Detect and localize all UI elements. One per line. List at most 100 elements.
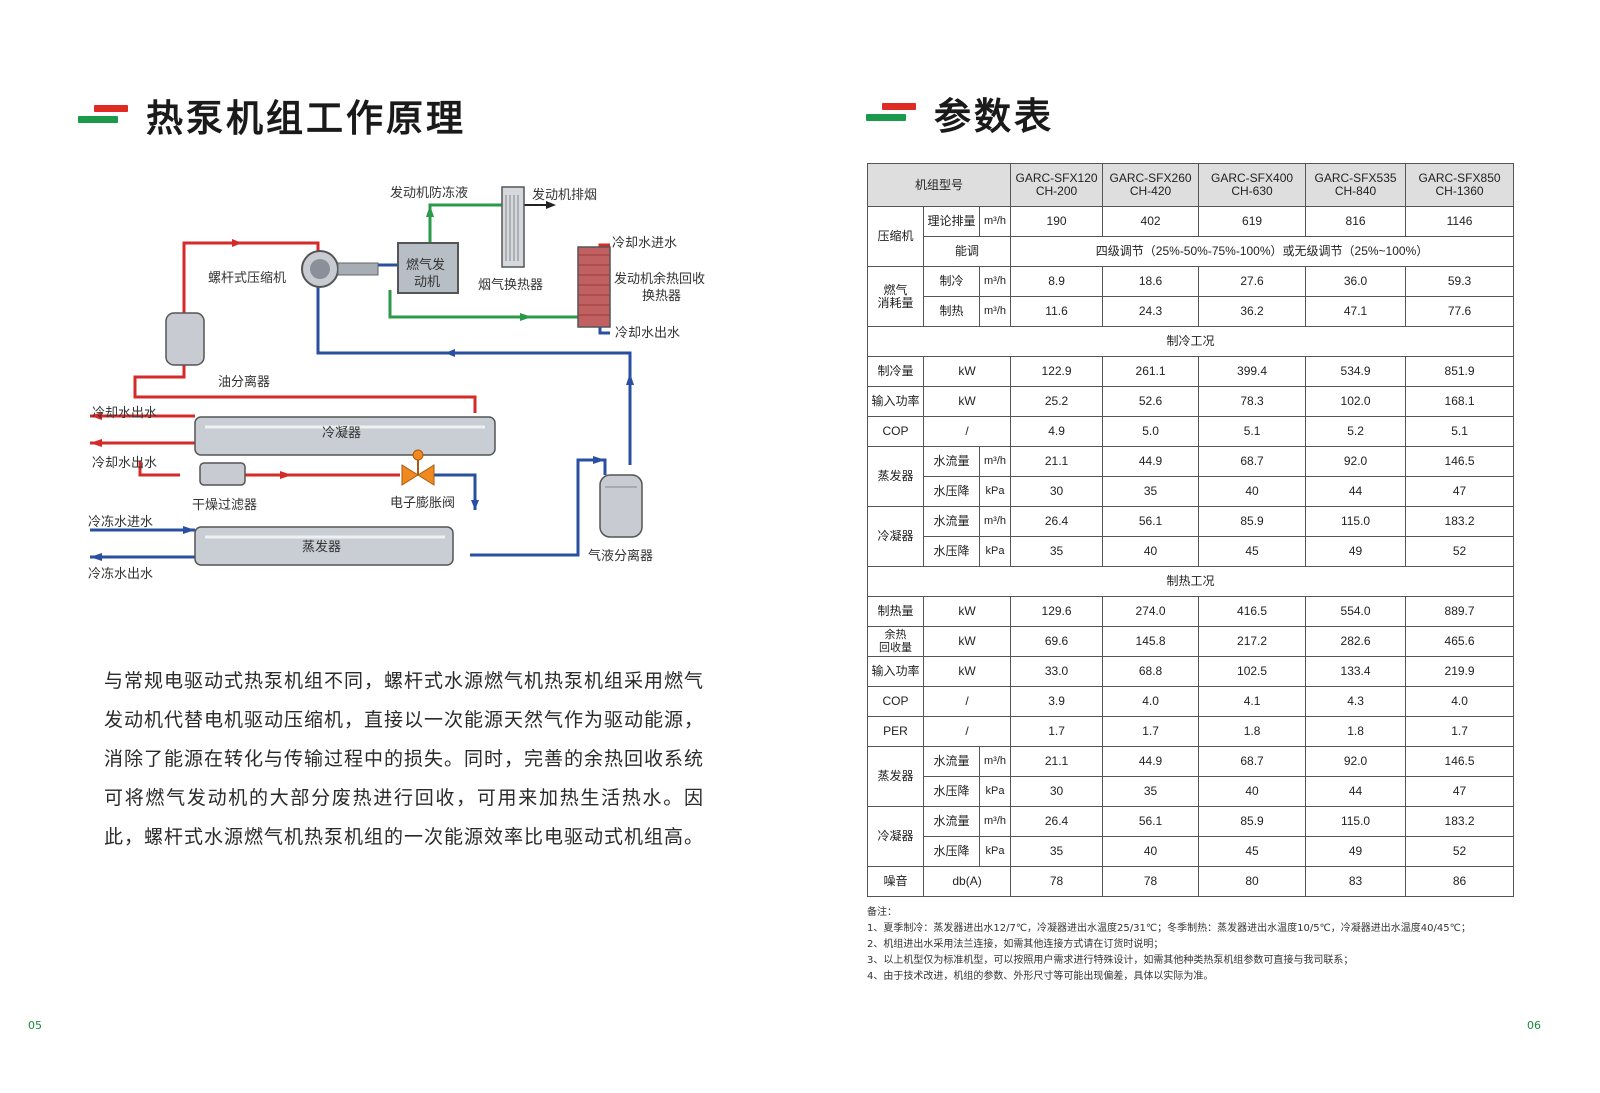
label-compressor: 螺杆式压缩机 [208,270,286,286]
value-cell: 465.6 [1405,626,1515,657]
section-title: 制热工况 [866,566,1515,597]
group-cond: 冷凝器 [867,506,924,567]
value-cell: 80 [1198,866,1307,897]
value-cell: 85.9 [1198,506,1307,537]
section-row-cooling: 制冷工况 [866,326,1515,357]
page-title: 参数表 [934,95,1054,138]
value-cell: 78.3 [1198,386,1307,417]
row-label: 理论排量 [923,206,980,237]
page-number: 05 [28,1019,42,1032]
row-regulation: 能调四级调节（25%-50%-75%-100%）或无级调节（25%~100%） [868,236,1515,267]
label-flue-hx: 烟气换热器 [478,277,543,293]
value-cell: 18.6 [1102,266,1200,297]
row-label: 水压降 [923,536,980,567]
value-cell: 26.4 [1010,506,1104,537]
value-cell: 78 [1102,866,1200,897]
row-label: 水流量 [923,746,980,777]
unit-cell: kW [922,386,1012,417]
value-cell: 1.7 [1102,716,1200,747]
value-cell: 145.8 [1102,626,1200,657]
section-heading-principle: 热泵机组工作原理 [78,88,466,142]
value-cell: 1.7 [1010,716,1104,747]
cell-line: GARC-SFX535 [1314,171,1397,185]
group-evap: 蒸发器 [867,446,924,507]
unit-cell: m³/h [978,506,1012,537]
value-cell: 4.0 [1102,686,1200,717]
value-cell: 77.6 [1405,296,1515,327]
value-cell: 59.3 [1405,266,1515,297]
note-4: 4、由于技术改进，机组的参数、外形尺寸等可能出现偏差，具体以实际为准。 [867,971,1214,982]
left-page: 热泵机组工作原理 [28,88,705,1032]
cell-line: CH-630 [1231,184,1273,198]
unit-cell: kW [922,656,1012,687]
label-expansion-valve: 电子膨胀阀 [390,496,455,511]
label-cooling-out: 冷却水出水 [615,326,680,341]
unit-cell: m³/h [978,296,1012,327]
value-cell: 183.2 [1405,806,1515,837]
label-dryer: 干燥过滤器 [192,498,257,513]
value-cell: 35 [1102,776,1200,807]
cell-line: CH-840 [1334,184,1377,198]
value-cell: 190 [1010,206,1104,237]
unit-cell: m³/h [978,446,1012,477]
label-cooling-in: 冷却水进水 [612,236,677,251]
value-cell: 92.0 [1305,446,1407,477]
value-cell: 129.6 [1010,596,1104,627]
section-row-heating: 制热工况 [866,566,1515,597]
value-cell: 282.6 [1305,626,1407,657]
value-cell: 816 [1305,206,1407,237]
value-cell: 44.9 [1102,746,1200,777]
value-cell: 4.9 [1010,416,1104,447]
value-cell: 33.0 [1010,656,1104,687]
value-cell: 35 [1010,536,1104,567]
unit-cell: / [922,716,1012,747]
value-cell: 30 [1010,776,1104,807]
unit-cell: kPa [978,836,1012,867]
label-chill-out: 冷冻水出水 [88,566,153,582]
group-evap: 蒸发器 [867,746,924,807]
value-cell: 69.6 [1010,626,1104,657]
cell-line: 回收量 [879,641,912,654]
value-cell: 40 [1102,836,1200,867]
value-cell: 68.7 [1198,746,1307,777]
value-cell: 102.5 [1198,656,1307,687]
value-cell: 619 [1198,206,1307,237]
unit-cell: m³/h [978,806,1012,837]
value-cell: 26.4 [1010,806,1104,837]
notes-heading: 备注： [867,907,897,918]
label-condenser: 冷凝器 [322,425,361,441]
value-cell: 4.3 [1305,686,1407,717]
row-label: 输入功率 [867,656,924,687]
label-cond-out-1: 冷却水出水 [92,406,157,421]
section-title: 制冷工况 [866,326,1515,357]
value-cell: 30 [1010,476,1104,507]
cell-line: 燃气 [883,282,908,297]
label-chill-in: 冷冻水进水 [88,514,153,530]
value-cell: 83 [1305,866,1407,897]
model-label: 机组型号 [866,163,1012,207]
unit-cell: kW [922,356,1012,387]
value-cell: 219.9 [1405,656,1515,687]
value-cell: 4.0 [1405,686,1515,717]
label-waste-heat-1: 发动机余热回收 [614,271,705,287]
unit-cell: m³/h [978,206,1012,237]
